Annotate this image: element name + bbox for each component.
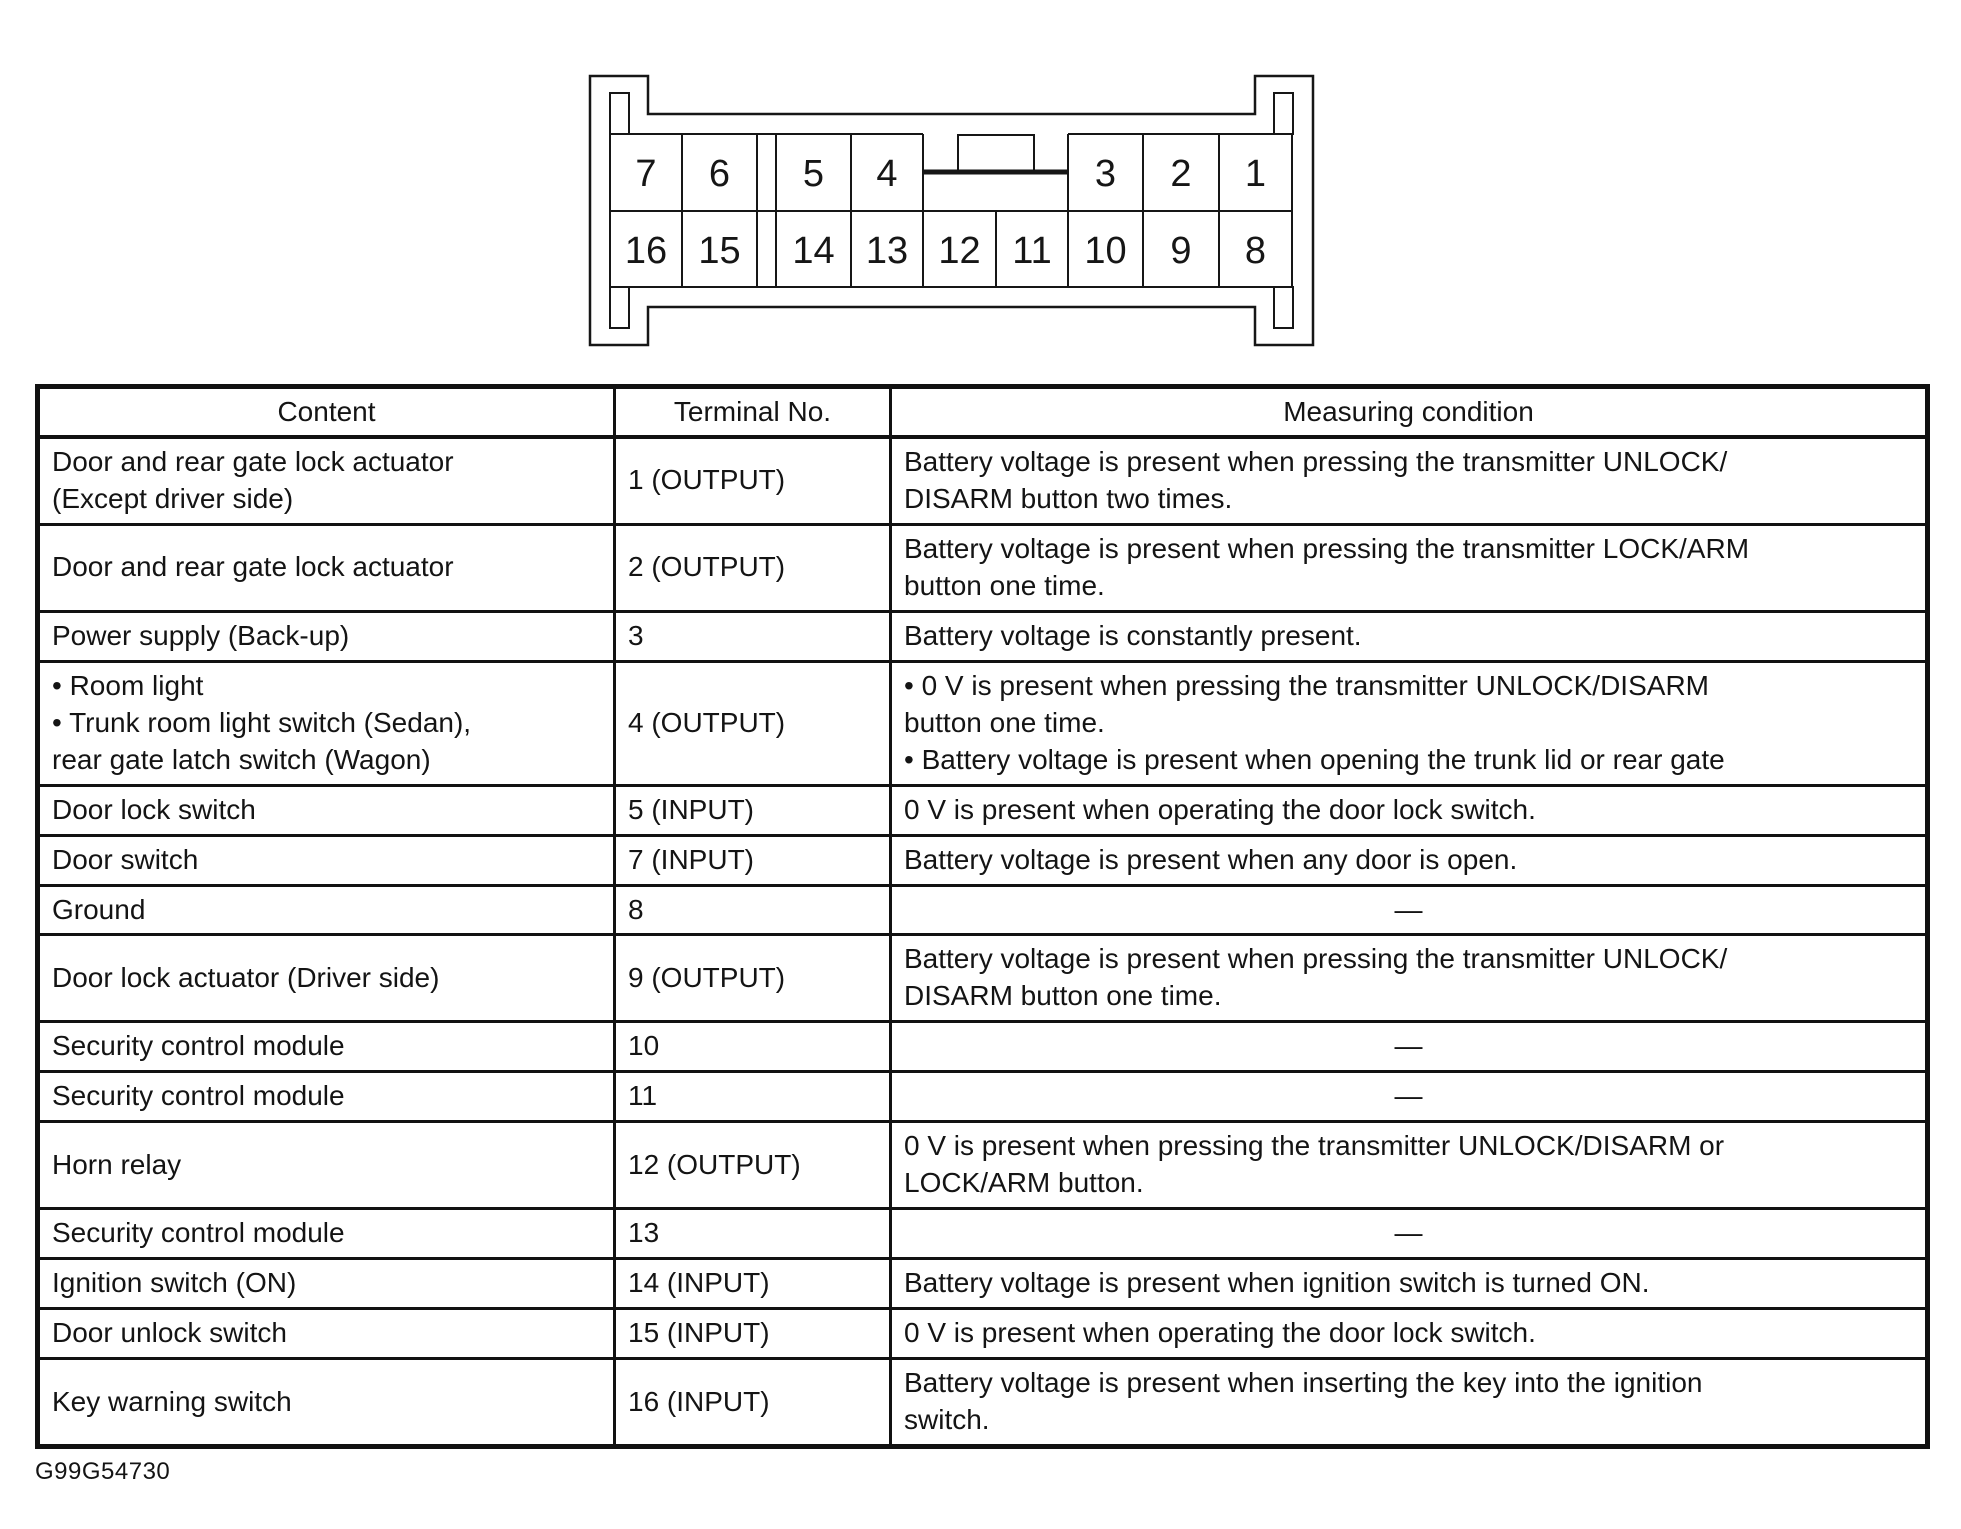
- latch-tab-bottom-left: [609, 286, 630, 329]
- terminal-cell: 9 (OUTPUT): [613, 933, 892, 1024]
- condition-cell: 0 V is present when operating the door l…: [889, 783, 1929, 837]
- pin-grid: [609, 133, 1293, 288]
- condition-cell: —: [889, 1070, 1929, 1124]
- condition-cell: Battery voltage is constantly present.: [889, 609, 1929, 663]
- content-cell: Security control module: [36, 1070, 616, 1124]
- content-cell: Ground: [36, 883, 616, 937]
- pin-number: 10: [1084, 230, 1126, 272]
- terminal-cell: 16 (INPUT): [613, 1357, 892, 1448]
- terminal-cell: 14 (INPUT): [613, 1257, 892, 1311]
- condition-cell: • 0 V is present when pressing the trans…: [889, 659, 1929, 787]
- pin-number: 12: [938, 230, 980, 272]
- terminal-cell: 15 (INPUT): [613, 1307, 892, 1361]
- condition-cell: Battery voltage is present when pressing…: [889, 522, 1929, 613]
- pin-number: 6: [709, 153, 730, 195]
- table-row: Door lock actuator (Driver side)9 (OUTPU…: [36, 933, 1929, 1024]
- terminal-cell: 2 (OUTPUT): [613, 522, 892, 613]
- column-header-condition: Measuring condition: [889, 385, 1929, 439]
- pin-number: 11: [1012, 230, 1051, 272]
- content-cell: Security control module: [36, 1020, 616, 1074]
- column-header-content: Content: [36, 385, 616, 439]
- content-cell: Door lock switch: [36, 783, 616, 837]
- content-cell: Ignition switch (ON): [36, 1257, 616, 1311]
- pin-number: 4: [876, 153, 897, 195]
- content-cell: • Room light • Trunk room light switch (…: [36, 659, 616, 787]
- connector-keyway: [923, 134, 1068, 175]
- table-row: Ignition switch (ON)14 (INPUT)Battery vo…: [36, 1257, 1929, 1311]
- pin-number-labels: 7 6 5 4 3 2 1 16 15 14 13 12 11 10 9 8: [625, 153, 1266, 272]
- content-cell: Security control module: [36, 1207, 616, 1261]
- content-cell: Power supply (Back-up): [36, 609, 616, 663]
- condition-cell: Battery voltage is present when pressing…: [889, 933, 1929, 1024]
- pin-number: 2: [1170, 153, 1191, 195]
- connector-housing-outline: [588, 74, 1315, 347]
- latch-tab-bottom-right: [1273, 286, 1294, 329]
- pin-number: 8: [1245, 230, 1266, 272]
- terminal-cell: 1 (OUTPUT): [613, 435, 892, 526]
- table-row: • Room light • Trunk room light switch (…: [36, 659, 1929, 787]
- pin-number: 16: [625, 230, 667, 272]
- pin-number: 9: [1170, 230, 1191, 272]
- condition-cell: Battery voltage is present when pressing…: [889, 435, 1929, 526]
- terminal-table: Content Terminal No. Measuring condition…: [35, 384, 1930, 1449]
- content-cell: Door and rear gate lock actuator: [36, 522, 616, 613]
- condition-cell: —: [889, 883, 1929, 937]
- condition-cell: —: [889, 1020, 1929, 1074]
- condition-cell: Battery voltage is present when any door…: [889, 833, 1929, 887]
- content-cell: Key warning switch: [36, 1357, 616, 1448]
- pin-number: 14: [792, 230, 834, 272]
- condition-cell: 0 V is present when operating the door l…: [889, 1307, 1929, 1361]
- terminal-cell: 3: [613, 609, 892, 663]
- content-cell: Door lock actuator (Driver side): [36, 933, 616, 1024]
- condition-cell: —: [889, 1207, 1929, 1261]
- content-cell: Door switch: [36, 833, 616, 887]
- terminal-cell: 13: [613, 1207, 892, 1261]
- table-header-row: Content Terminal No. Measuring condition: [36, 385, 1929, 439]
- table-row: Door and rear gate lock actuator (Except…: [36, 435, 1929, 526]
- latch-tab-top-right: [1273, 92, 1294, 135]
- terminal-cell: 12 (OUTPUT): [613, 1120, 892, 1211]
- condition-cell: Battery voltage is present when ignition…: [889, 1257, 1929, 1311]
- pin-number: 5: [803, 153, 824, 195]
- connector-pinout-diagram: 7 6 5 4 3 2 1 16 15 14 13 12 11 10 9 8: [588, 74, 1315, 347]
- pin-number: 3: [1095, 153, 1116, 195]
- terminal-cell: 11: [613, 1070, 892, 1124]
- content-cell: Horn relay: [36, 1120, 616, 1211]
- pin-number: 7: [635, 153, 656, 195]
- terminal-cell: 5 (INPUT): [613, 783, 892, 837]
- pin-number: 1: [1245, 153, 1266, 195]
- latch-tab-top-left: [609, 92, 630, 135]
- column-header-terminal: Terminal No.: [613, 385, 892, 439]
- pin-number: 15: [698, 230, 740, 272]
- terminal-cell: 4 (OUTPUT): [613, 659, 892, 787]
- content-cell: Door and rear gate lock actuator (Except…: [36, 435, 616, 526]
- terminal-cell: 10: [613, 1020, 892, 1074]
- condition-cell: Battery voltage is present when insertin…: [889, 1357, 1929, 1448]
- condition-cell: 0 V is present when pressing the transmi…: [889, 1120, 1929, 1211]
- terminal-cell: 7 (INPUT): [613, 833, 892, 887]
- terminal-cell: 8: [613, 883, 892, 937]
- content-cell: Door unlock switch: [36, 1307, 616, 1361]
- figure-code: G99G54730: [35, 1458, 171, 1485]
- pin-number: 13: [866, 230, 908, 272]
